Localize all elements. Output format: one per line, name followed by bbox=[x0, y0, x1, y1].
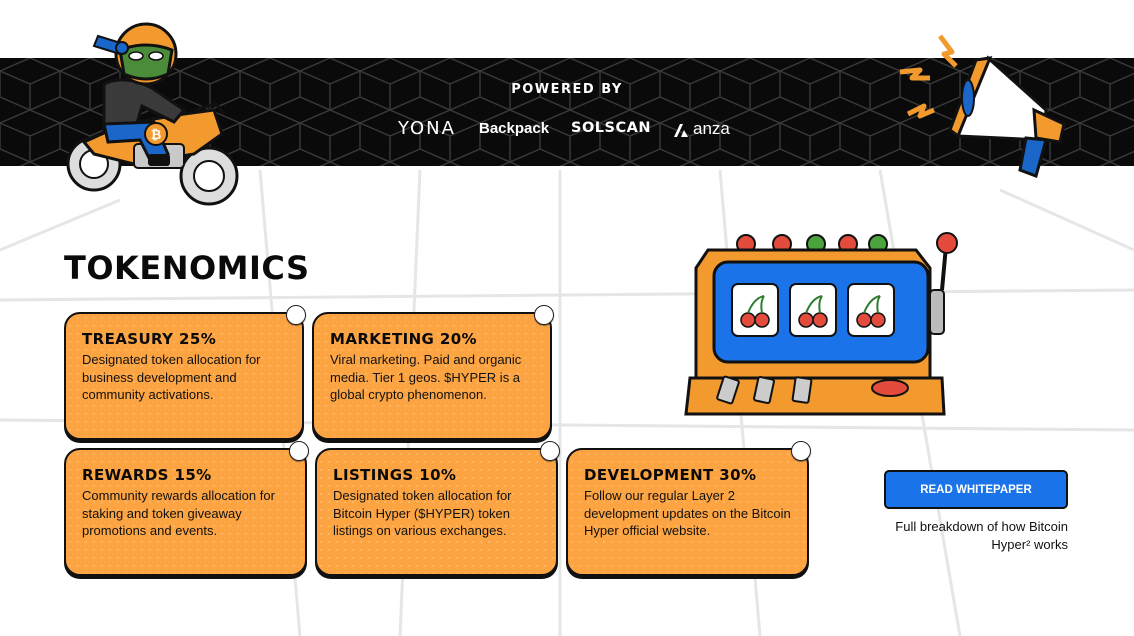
cherry-icon bbox=[740, 295, 886, 328]
anza-logo-icon bbox=[674, 123, 688, 137]
tokenomics-card-treasury: TREASURY 25% Designated token allocation… bbox=[64, 312, 304, 440]
card-body: Designated token allocation for business… bbox=[82, 352, 261, 402]
pin-icon bbox=[289, 441, 309, 461]
pin-icon bbox=[534, 305, 554, 325]
partner-anza-label: anza bbox=[693, 119, 730, 138]
card-body: Follow our regular Layer 2 development u… bbox=[584, 488, 791, 538]
card-title: LISTINGS 10% bbox=[333, 466, 457, 484]
pin-icon bbox=[286, 305, 306, 325]
read-whitepaper-button[interactable]: READ WHITEPAPER bbox=[884, 470, 1068, 509]
pin-icon bbox=[791, 441, 811, 461]
tokenomics-card-development: DEVELOPMENT 30% Follow our regular Layer… bbox=[566, 448, 809, 576]
tokenomics-card-listings: LISTINGS 10% Designated token allocation… bbox=[315, 448, 558, 576]
partner-solscan[interactable]: SOLSCAN bbox=[571, 120, 651, 136]
card-body: Designated token allocation for Bitcoin … bbox=[333, 488, 512, 538]
card-body: Community rewards allocation for staking… bbox=[82, 488, 275, 538]
card-title: DEVELOPMENT 30% bbox=[584, 466, 757, 484]
whitepaper-note: Full breakdown of how Bitcoin Hyper² wor… bbox=[895, 519, 1068, 552]
partner-anza[interactable]: anza bbox=[672, 119, 730, 139]
card-title: MARKETING 20% bbox=[330, 330, 477, 348]
powered-by-label: POWERED BY bbox=[511, 82, 623, 97]
pin-icon bbox=[540, 441, 560, 461]
page-title: TOKENOMICS bbox=[64, 249, 310, 287]
partner-backpack[interactable]: Backpack bbox=[479, 120, 550, 137]
partner-logos: YONA Backpack SOLSCAN anza bbox=[0, 118, 1134, 142]
bitcoin-icon: ₿ bbox=[151, 128, 162, 143]
hyper-rider-mascot: ₿ bbox=[66, 22, 239, 206]
tokenomics-card-rewards: REWARDS 15% Community rewards allocation… bbox=[64, 448, 307, 576]
megaphone-icon bbox=[899, 34, 1066, 178]
card-title: REWARDS 15% bbox=[82, 466, 212, 484]
partner-yona[interactable]: YONA bbox=[398, 118, 456, 139]
card-title: TREASURY 25% bbox=[82, 330, 217, 348]
tokenomics-card-marketing: MARKETING 20% Viral marketing. Paid and … bbox=[312, 312, 552, 440]
slot-machine-icon bbox=[684, 232, 958, 416]
card-body: Viral marketing. Paid and organic media.… bbox=[330, 352, 522, 402]
